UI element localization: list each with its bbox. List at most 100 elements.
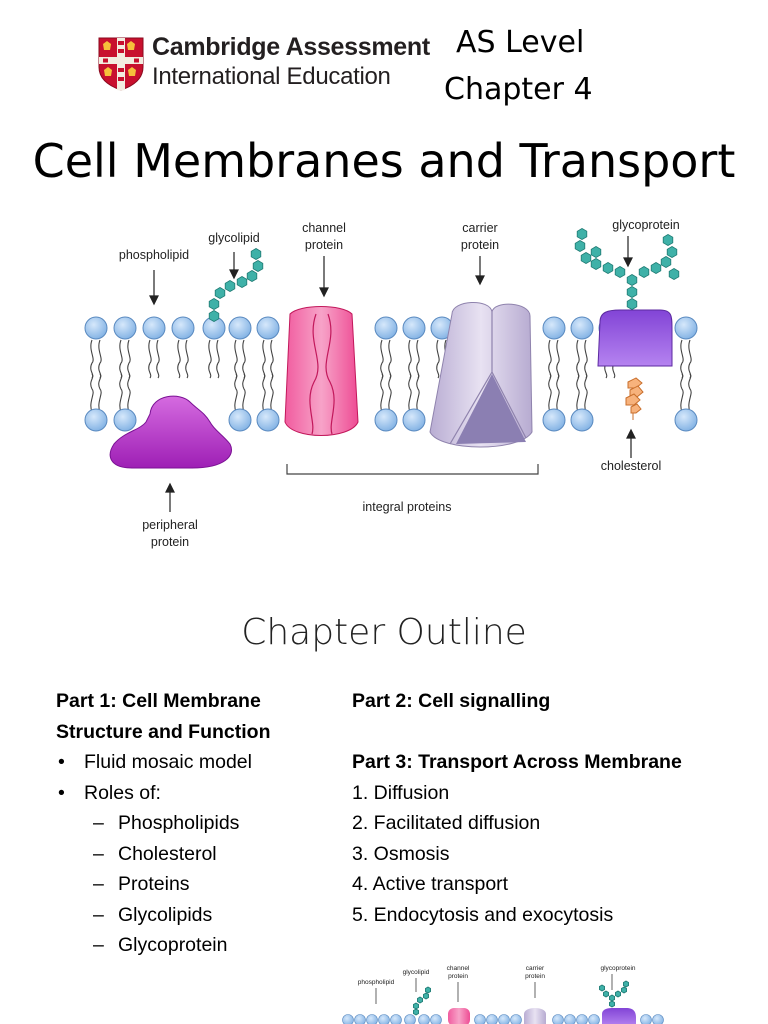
mini-label-channel-2: protein: [448, 973, 468, 980]
mini-label-channel-1: channel: [447, 965, 470, 972]
phospholipid-head: [256, 408, 280, 432]
phospholipid-head: [113, 408, 137, 432]
phospholipid-tail: [127, 373, 131, 413]
phospholipid-head: [674, 408, 698, 432]
sugar-unit: [236, 276, 248, 288]
label-peripheral-protein-2: protein: [151, 535, 189, 549]
phospholipid-tail: [548, 373, 552, 413]
phospholipid-tail: [688, 373, 692, 413]
mini-phospholipid-head: [498, 1014, 510, 1024]
label-glycolipid: glycolipid: [208, 231, 259, 245]
mini-channel-protein: [448, 1008, 470, 1024]
phospholipid-head: [113, 316, 137, 340]
sugar-unit: [626, 286, 638, 298]
sugar-unit: [590, 246, 602, 258]
phospholipid-tail: [380, 339, 384, 379]
glycoprotein-body: [597, 309, 673, 367]
mini-phospholipid-head: [474, 1014, 486, 1024]
mini-phospholipid-head: [552, 1014, 564, 1024]
glycolipid-carbohydrate-chain: [208, 248, 264, 322]
phospholipid-tail: [680, 373, 684, 413]
phospholipid-head: [171, 316, 195, 340]
phospholipid-tail: [262, 339, 266, 379]
sugar-unit: [608, 994, 616, 1002]
outline-right-column: Part 2: Cell signalling Part 3: Transpor…: [352, 686, 682, 930]
phospholipid-tail: [234, 373, 238, 413]
mini-phospholipid-head: [640, 1014, 652, 1024]
phospholipid-tail: [262, 373, 266, 413]
sugar-unit: [598, 984, 606, 992]
phospholipid-tail: [416, 339, 420, 379]
phospholipid-tail: [408, 339, 412, 379]
phospholipid-tail: [90, 339, 94, 379]
phospholipid-head: [542, 316, 566, 340]
mini-phospholipid-head: [390, 1014, 402, 1024]
role-item: Cholesterol: [56, 839, 271, 870]
transport-item: 1. Diffusion: [352, 781, 450, 804]
sugar-unit: [626, 274, 638, 286]
sugar-unit: [423, 992, 429, 1000]
mini-phospholipid-head: [404, 1014, 416, 1024]
sugar-unit: [620, 986, 628, 994]
mini-label-phospholipid: phospholipid: [358, 979, 395, 986]
label-integral-proteins: integral proteins: [363, 500, 452, 514]
part2-heading: Part 2: Cell signalling: [352, 690, 551, 712]
mini-phospholipid-head: [354, 1014, 366, 1024]
part1-heading-line1: Part 1: Cell Membrane: [56, 690, 261, 712]
phospholipid-tail: [688, 339, 692, 379]
phospholipid-head: [542, 408, 566, 432]
page-title: Cell Membranes and Transport: [32, 134, 736, 188]
transport-item: 3. Osmosis: [352, 842, 450, 865]
sugar-unit: [214, 287, 226, 299]
mini-phospholipid-head: [564, 1014, 576, 1024]
mini-phospholipid-head: [510, 1014, 522, 1024]
mini-phospholipid-head: [652, 1014, 664, 1024]
phospholipid-head: [142, 316, 166, 340]
part3-heading: Part 3: Transport Across Membrane: [352, 751, 682, 773]
sugar-unit: [662, 234, 674, 246]
sugar-unit: [252, 260, 264, 272]
phospholipid-tail: [119, 373, 123, 413]
mini-label-carrier-2: protein: [525, 973, 545, 980]
phospholipid-head: [228, 408, 252, 432]
phospholipid-head: [674, 316, 698, 340]
mini-phospholipid-heads: [342, 1014, 664, 1024]
role-item: Glycolipids: [56, 900, 271, 931]
level-label: AS Level: [456, 25, 585, 60]
integral-proteins-bracket: [286, 464, 539, 475]
glycoprotein-carbohydrate-chain: [574, 228, 680, 310]
sugar-unit: [580, 252, 592, 264]
mini-label-glycolipid: glycolipid: [403, 969, 430, 976]
phospholipid-tail: [234, 339, 238, 379]
phospholipid-tail: [127, 339, 131, 379]
sugar-unit: [626, 298, 638, 310]
role-item: Proteins: [56, 869, 271, 900]
bullet-item: Fluid mosaic model: [56, 747, 271, 778]
phospholipid-tail: [584, 373, 588, 413]
sugar-unit: [602, 990, 610, 998]
part1-heading-line2: Structure and Function: [56, 720, 271, 743]
phospholipid-tail: [680, 339, 684, 379]
phospholipid-tail: [242, 339, 246, 379]
phospholipid-bilayer: [84, 316, 698, 432]
sugar-unit: [590, 258, 602, 270]
sugar-unit: [208, 310, 220, 322]
mini-phospholipid-head: [576, 1014, 588, 1024]
sugar-unit: [413, 1002, 419, 1010]
phospholipid-tail: [388, 373, 392, 413]
sugar-unit: [668, 268, 680, 280]
label-phospholipid: phospholipid: [119, 248, 189, 262]
phospholipid-tail: [148, 339, 152, 379]
sugar-unit: [614, 266, 626, 278]
label-carrier-protein-2: protein: [461, 238, 499, 252]
phospholipid-tail: [185, 339, 189, 379]
cholesterol-molecule: [625, 377, 644, 420]
phospholipid-head: [256, 316, 280, 340]
cambridge-shield-logo: [98, 37, 144, 91]
mini-glycoprotein: [602, 1008, 636, 1024]
phospholipid-tail: [436, 339, 440, 379]
mini-phospholipid-head: [418, 1014, 430, 1024]
mini-phospholipid-head: [366, 1014, 378, 1024]
phospholipid-head: [374, 408, 398, 432]
sugar-unit: [246, 270, 258, 282]
